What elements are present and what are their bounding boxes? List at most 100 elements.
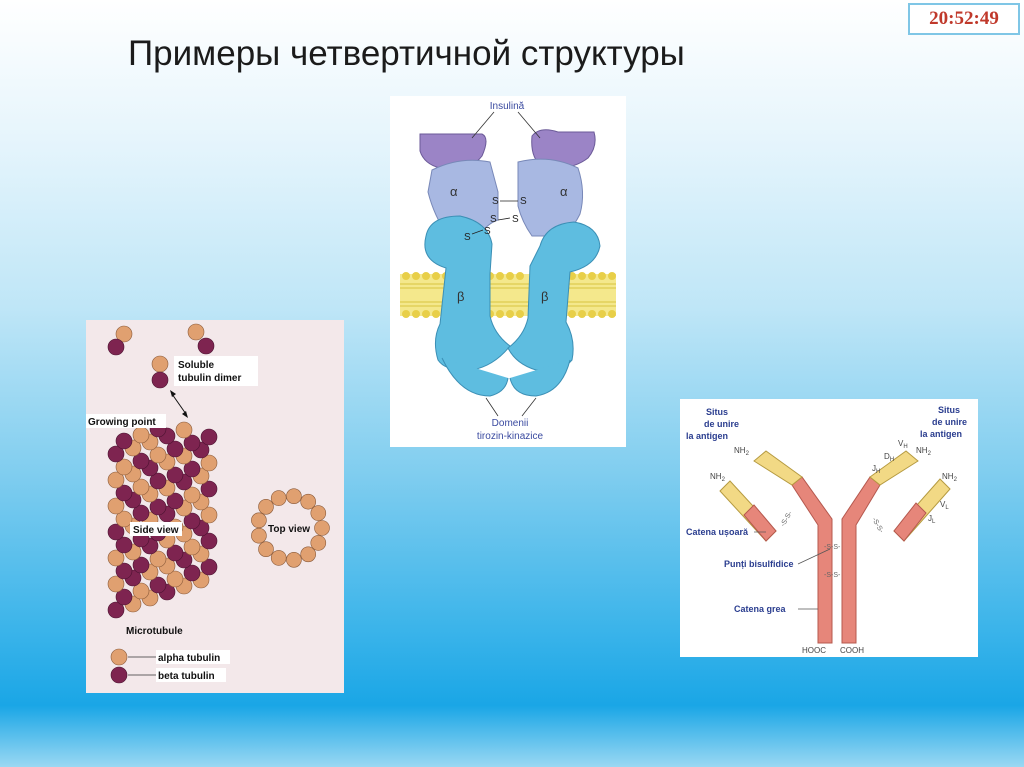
tubulin-subunit (166, 544, 184, 562)
soluble-label-line2: tubulin dimer (178, 373, 241, 384)
top-view-label: Top view (268, 524, 310, 535)
situs-left-line3: la antigen (686, 431, 728, 441)
situs-right-line3: la antigen (920, 429, 962, 439)
domains-label-line2: tirozin-kinazice (477, 431, 544, 442)
tubulin-subunit (115, 432, 133, 450)
jh-label: JH (872, 464, 880, 475)
tubulin-subunit (115, 510, 133, 528)
beta-legend-label: beta tubulin (158, 671, 215, 682)
insulin-label: Insulină (490, 101, 525, 112)
situs-left-line1: Situs (706, 407, 728, 417)
ring-subunit (314, 520, 330, 536)
tubulin-subunit (132, 556, 150, 574)
side-view-label: Side view (133, 525, 179, 536)
tubulin-subunit (149, 550, 167, 568)
ss-label-mid2: -S-S- (824, 572, 841, 579)
tubulin-subunit (200, 558, 218, 576)
tubulin-subunit (183, 538, 201, 556)
alpha-subunit-right (517, 158, 584, 237)
heavy-chain-label: Catena grea (734, 604, 787, 614)
tubulin-subunit (132, 504, 150, 522)
s-label-2: S (520, 196, 527, 207)
tubulin-subunit (107, 445, 125, 463)
tubulin-subunit (200, 480, 218, 498)
tubulin-subunit (115, 588, 133, 606)
tubulin-subunit (132, 426, 150, 444)
tubulin-subunit (107, 523, 125, 541)
light-chain-label: Catena ușoară (686, 527, 749, 537)
beta-legend-swatch (110, 666, 128, 684)
slide-clock: 20:52:49 (908, 3, 1020, 35)
ring-subunit (270, 550, 287, 566)
nh2-label-4: NH2 (942, 472, 958, 483)
tubulin-subunit (166, 570, 184, 588)
alpha-label-right: α (560, 184, 568, 199)
ring-subunit (310, 535, 327, 551)
nh2-label-2: NH2 (710, 472, 726, 483)
soluble-label-line1: Soluble (178, 360, 215, 371)
vl-label: VL (940, 500, 949, 511)
tubulin-subunit (107, 471, 125, 489)
beta-label-right: β (541, 289, 548, 304)
beta-label-left: β (457, 289, 464, 304)
membrane (400, 272, 616, 318)
s-label-1: S (492, 196, 499, 207)
beta-subunit-left (424, 215, 511, 371)
situs-right-line2: de unire (932, 417, 967, 427)
tubulin-subunit (149, 576, 167, 594)
tubulin-subunit (132, 582, 150, 600)
situs-right-line1: Situs (938, 405, 960, 415)
ring-subunit (286, 488, 302, 504)
tubulin-subunit (183, 564, 201, 582)
tubulin-subunit (200, 428, 218, 446)
cooh-label: COOH (840, 646, 864, 655)
heavy-variable-right (869, 450, 919, 486)
s-label-3: S (490, 214, 497, 225)
s-label-5: S (464, 232, 471, 243)
domains-label-line1: Domenii (492, 418, 529, 429)
ring-subunit (270, 490, 287, 506)
ring-subunit (300, 493, 316, 510)
tubulin-subunit (115, 536, 133, 554)
tubulin-subunit (107, 601, 125, 619)
nh2-label-1: NH2 (734, 446, 750, 457)
tubulin-subunit (183, 512, 201, 530)
microtubule-panel: Soluble tubulin dimer Growing point Side… (86, 320, 344, 693)
ss-label-mid1: -S-S- (824, 544, 841, 551)
tubulin-subunit (132, 452, 150, 470)
tubulin-subunit (183, 460, 201, 478)
tubulin-subunit (200, 532, 218, 550)
dh-label: DH (884, 452, 894, 463)
tubulin-subunit (132, 478, 150, 496)
tubulin-subunit (166, 492, 184, 510)
tubulin-subunit (175, 421, 193, 439)
antibody-diagram: Situs de unire la antigen Situs de unire… (680, 399, 978, 657)
tubulin-subunit (115, 562, 133, 580)
alpha-legend-swatch (110, 648, 128, 666)
ring-subunit (286, 552, 302, 568)
s-label-6: S (484, 226, 491, 237)
tubulin-subunit (166, 466, 184, 484)
tubulin-subunit (149, 446, 167, 464)
alpha-label-left: α (450, 184, 458, 199)
beta-subunit-right (507, 221, 601, 372)
microtubule-top-view (251, 488, 330, 568)
insulin-receptor-panel: Insulină α α β β S S S S S S Domenii tir… (390, 96, 626, 447)
ring-subunit (258, 541, 274, 557)
hooc-label: HOOC (802, 646, 826, 655)
tubulin-subunit (107, 549, 125, 567)
microtubule-diagram: Soluble tubulin dimer Growing point Side… (86, 320, 344, 693)
microtubule-label: Microtubule (126, 626, 183, 637)
heavy-variable-left (753, 450, 803, 486)
tubulin-subunit (115, 484, 133, 502)
ring-subunit (310, 505, 327, 521)
tubulin-subunit (149, 472, 167, 490)
insulin-receptor-diagram: Insulină α α β β S S S S S S Domenii tir… (390, 96, 626, 447)
tubulin-subunit (183, 434, 201, 452)
tubulin-subunit (200, 506, 218, 524)
vh-label: VH (898, 439, 908, 450)
tubulin-subunit (200, 454, 218, 472)
antibody-panel: Situs de unire la antigen Situs de unire… (680, 399, 978, 657)
ring-subunit (251, 527, 267, 544)
tubulin-subunit (115, 458, 133, 476)
